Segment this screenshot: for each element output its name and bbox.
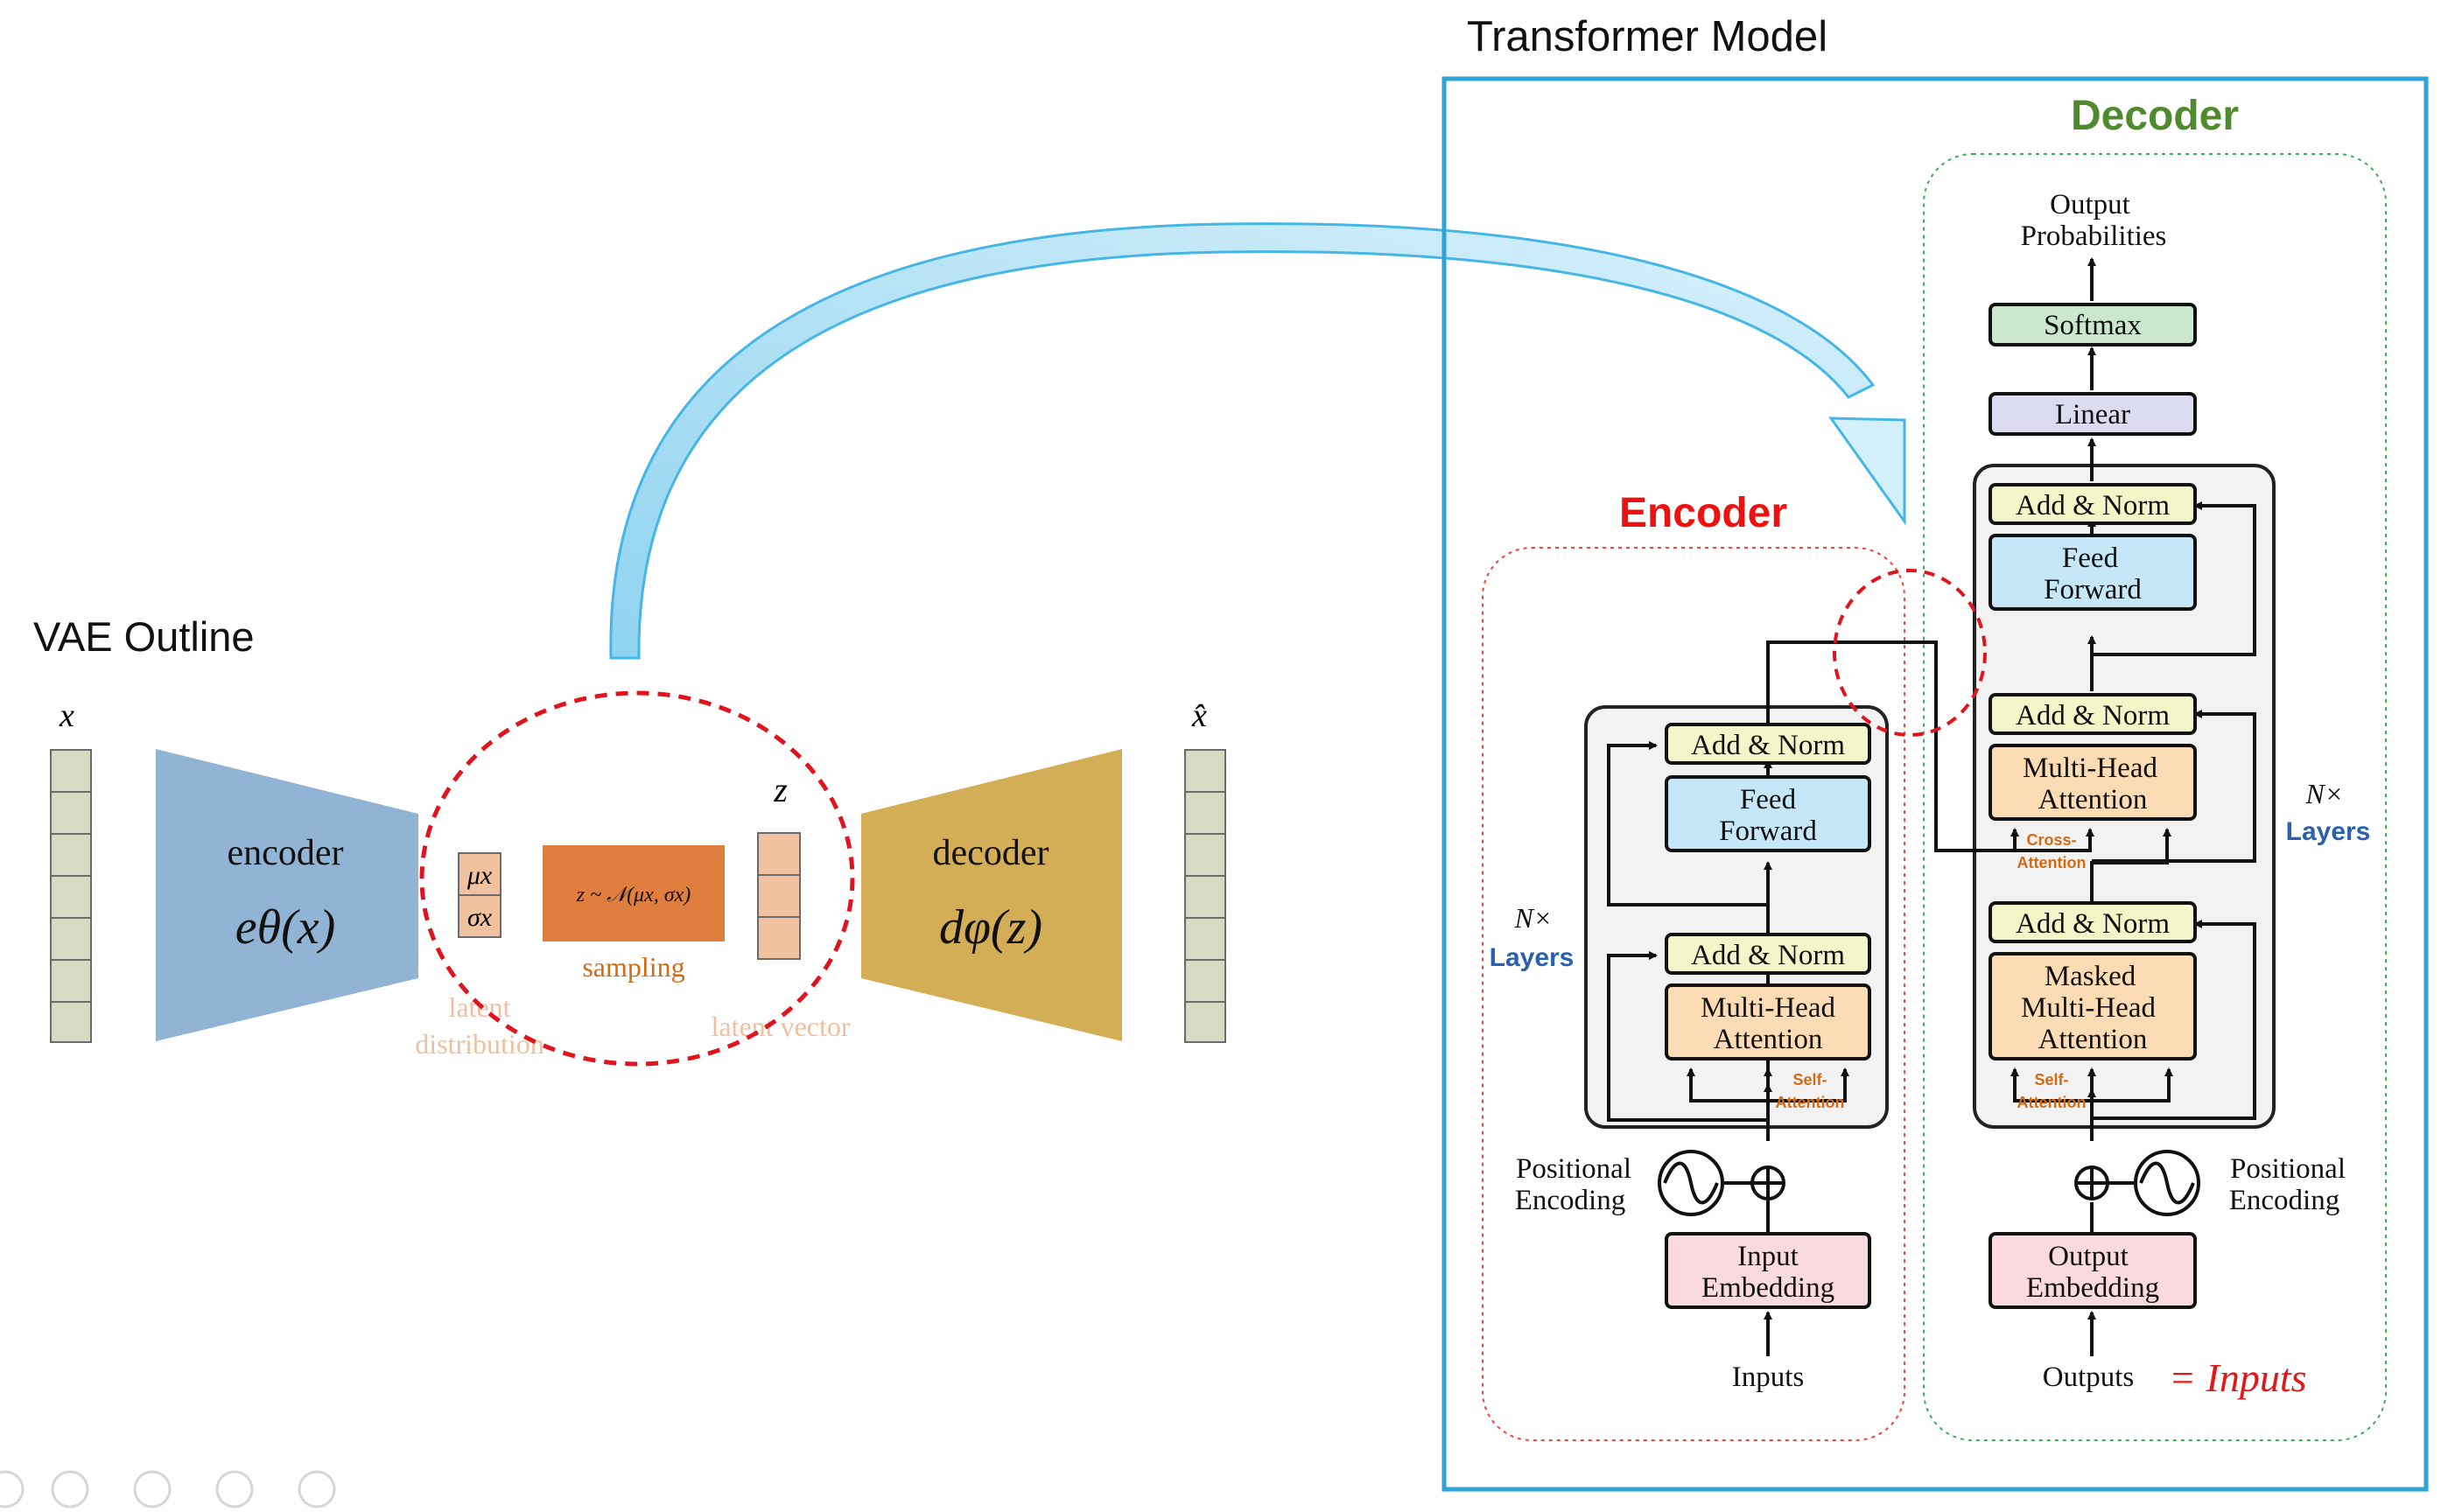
mapping-arrow xyxy=(609,222,1906,660)
zoom-icon[interactable] xyxy=(215,1470,254,1508)
svg-text:Multi-Head: Multi-Head xyxy=(2021,992,2156,1024)
encoder-add-norm-bottom: Add & Norm xyxy=(1665,933,1871,975)
svg-text:Linear: Linear xyxy=(2055,399,2130,430)
svg-text:Add & Norm: Add & Norm xyxy=(1691,730,1845,761)
output-embedding: Output Embedding xyxy=(1989,1232,2197,1309)
encoder-region xyxy=(1482,547,1905,1441)
encoder-nx: N× xyxy=(1514,902,1553,934)
svg-text:Add & Norm: Add & Norm xyxy=(1691,940,1845,971)
svg-text:Input: Input xyxy=(1737,1241,1799,1272)
svg-text:Add & Norm: Add & Norm xyxy=(2016,908,2170,940)
input-embedding: Input Embedding xyxy=(1665,1232,1871,1309)
latent-highlight-circle xyxy=(419,690,855,1067)
svg-text:Forward: Forward xyxy=(2044,574,2142,606)
vae-encoder-function: eθ(x) xyxy=(235,900,336,955)
svg-text:Attention: Attention xyxy=(2038,1024,2148,1055)
softmax-box: Softmax xyxy=(1989,303,2197,346)
latent-vector-z xyxy=(757,832,801,960)
transformer-frame xyxy=(1441,76,2429,1492)
vae-encoder-label: encoder xyxy=(228,833,344,873)
vae-decoder-function: dφ(z) xyxy=(939,900,1042,955)
decoder-nx: N× xyxy=(2305,778,2344,809)
svg-text:Probabilities: Probabilities xyxy=(2021,220,2167,252)
vae-decoder-label: decoder xyxy=(933,833,1049,873)
svg-text:Feed: Feed xyxy=(2062,542,2119,574)
vae-encoder-shape xyxy=(156,749,418,1041)
svg-text:Softmax: Softmax xyxy=(2044,310,2142,341)
decoder-add-norm-middle: Add & Norm xyxy=(1989,693,2197,735)
svg-text:Attention: Attention xyxy=(1714,1024,1823,1055)
svg-text:Add & Norm: Add & Norm xyxy=(2016,700,2170,732)
decoder-feed-forward: Feed Forward xyxy=(1989,534,2197,611)
svg-text:Multi-Head: Multi-Head xyxy=(1701,992,1835,1024)
equals-inputs-note: = Inputs xyxy=(2169,1355,2307,1400)
more-icon[interactable] xyxy=(298,1470,336,1508)
decoder-cross-attention: Multi-Head Attention xyxy=(1989,744,2197,821)
encoder-positional-label-1: Positional xyxy=(1516,1153,1631,1185)
prev-slide-icon[interactable] xyxy=(0,1470,25,1508)
slides-icon[interactable] xyxy=(133,1470,172,1508)
inputs-label: Inputs xyxy=(1732,1362,1805,1393)
decoder-positional-encoding xyxy=(2074,1150,2200,1216)
encoder-self-attention-label-2: Attention xyxy=(1776,1094,1845,1111)
decoder-region xyxy=(1923,153,2387,1441)
pen-icon[interactable] xyxy=(51,1470,89,1508)
encoder-positional-label-2: Encoding xyxy=(1515,1185,1625,1216)
output-xhat-label: x̂ xyxy=(1191,697,1207,734)
decoder-self-attention-label-2: Attention xyxy=(2017,1094,2087,1111)
decoder-masked-attention: Masked Multi-Head Attention xyxy=(1989,952,2197,1060)
svg-text:Embedding: Embedding xyxy=(2026,1272,2159,1304)
decoder-positional-label-1: Positional xyxy=(2230,1153,2346,1185)
encoder-multi-head-attention: Multi-Head Attention xyxy=(1665,984,1871,1060)
z-label: z xyxy=(773,770,788,809)
vae-outline-title: VAE Outline xyxy=(33,613,255,660)
decoder-positional-label-2: Encoding xyxy=(2229,1185,2339,1216)
linear-box: Linear xyxy=(1989,392,2197,436)
svg-text:Attention: Attention xyxy=(2038,784,2148,816)
svg-text:Masked: Masked xyxy=(2045,961,2136,992)
input-vector-x xyxy=(50,749,92,1043)
output-probabilities: Output Probabilities xyxy=(2021,189,2167,252)
outputs-label: Outputs xyxy=(2043,1362,2135,1393)
svg-text:Output: Output xyxy=(2048,1241,2129,1272)
encoder-add-norm-top: Add & Norm xyxy=(1665,723,1871,765)
input-x-label: x xyxy=(59,697,74,734)
cross-attention-label-1: Cross- xyxy=(2026,831,2076,849)
mu-x: μx xyxy=(466,861,493,890)
cross-attention-label-2: Attention xyxy=(2017,854,2087,872)
transformer-model-title: Transformer Model xyxy=(1467,13,1828,60)
svg-text:Forward: Forward xyxy=(1719,816,1817,847)
latent-vector-label: latent vector xyxy=(711,1011,850,1042)
svg-text:Add & Norm: Add & Norm xyxy=(2016,490,2170,522)
sampling-label: sampling xyxy=(582,951,684,983)
encoder-layer-stack xyxy=(1584,705,1889,1129)
latent-distribution-label-2: distribution xyxy=(415,1028,544,1060)
decoder-add-norm-top: Add & Norm xyxy=(1989,483,2197,525)
svg-text:Feed: Feed xyxy=(1740,784,1797,816)
decoder-self-attention-label-1: Self- xyxy=(2034,1071,2068,1088)
sigma-x: σx xyxy=(467,903,493,932)
output-vector-xhat xyxy=(1184,749,1226,1043)
decoder-add-norm-bottom: Add & Norm xyxy=(1989,901,2197,943)
slide-controls[interactable] xyxy=(0,1470,336,1508)
encoder-feed-forward: Feed Forward xyxy=(1665,775,1871,852)
sampling-box xyxy=(543,845,725,942)
sampling-formula: z ~ 𝒩(μx, σx) xyxy=(576,884,691,906)
latent-distribution-params xyxy=(458,852,502,938)
encoder-positional-encoding xyxy=(1658,1150,1785,1216)
decoder-layers-label: Layers xyxy=(2286,817,2371,846)
encoder-layers-label: Layers xyxy=(1490,943,1575,972)
svg-text:Embedding: Embedding xyxy=(1701,1272,1834,1304)
encoder-self-attention-label-1: Self- xyxy=(1792,1071,1827,1088)
link-highlight-circle xyxy=(1833,569,1987,737)
svg-text:Multi-Head: Multi-Head xyxy=(2023,752,2157,784)
vae-decoder-shape xyxy=(861,749,1122,1041)
encoder-heading: Encoder xyxy=(1619,490,1787,536)
decoder-heading: Decoder xyxy=(2071,93,2239,139)
connectors xyxy=(1607,257,2256,1356)
svg-text:Output: Output xyxy=(2050,189,2130,220)
